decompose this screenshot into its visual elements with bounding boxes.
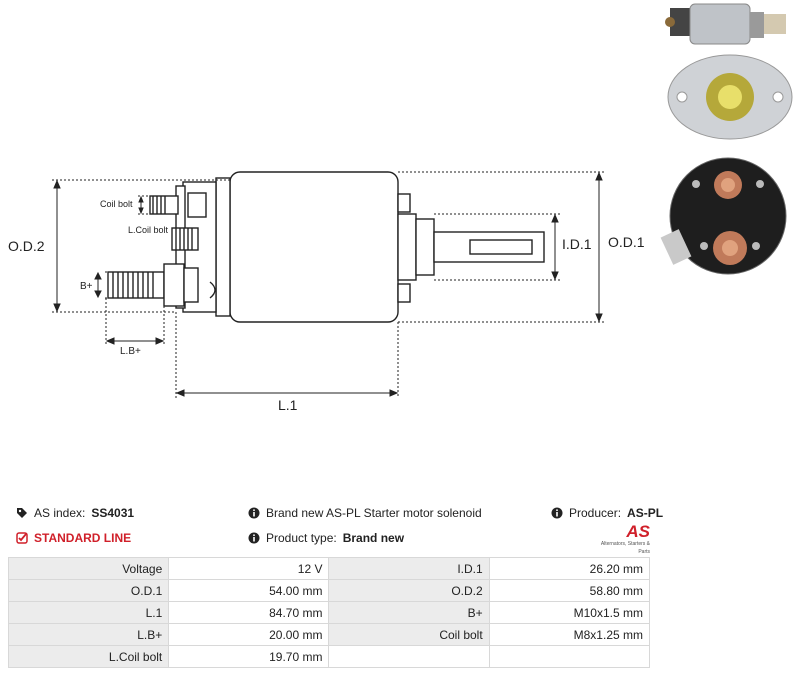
- spec-value: 19.70 mm: [168, 645, 330, 668]
- standard-line-label: STANDARD LINE: [34, 531, 132, 545]
- solenoid-body: [229, 171, 399, 323]
- table-row: L.Coil bolt 19.70 mm: [7, 645, 651, 668]
- table-row: Voltage 12 V I.D.1 26.20 mm: [7, 557, 651, 580]
- info-icon: [248, 532, 260, 544]
- photo-rear-view: [660, 157, 787, 275]
- spec-value: 12 V: [168, 557, 330, 580]
- label-id1: I.D.1: [562, 236, 592, 252]
- spec-key: O.D.2: [328, 579, 490, 602]
- spec-value: 20.00 mm: [168, 623, 330, 646]
- checkbox-check-icon: [16, 532, 28, 544]
- product-type-label: Product type:: [266, 531, 337, 545]
- table-row: L.B+ 20.00 mm Coil bolt M8x1.25 mm: [7, 623, 651, 646]
- label-l-coil-bolt: L.Coil bolt: [128, 225, 169, 235]
- description-text: Brand new AS-PL Starter motor solenoid: [266, 506, 482, 520]
- spec-key: L.1: [7, 601, 170, 624]
- product-type: Product type: Brand new: [248, 531, 404, 545]
- technical-drawing: O.D.2 O.D.1 I.D.1 Coil bolt L.Coil bolt …: [8, 171, 645, 413]
- spec-value: M10x1.5 mm: [488, 601, 651, 624]
- table-row: L.1 84.70 mm B+ M10x1.5 mm: [7, 601, 651, 624]
- as-index-label: AS index:: [34, 506, 86, 520]
- spec-key: Voltage: [7, 557, 170, 580]
- tag-icon: [17, 508, 27, 518]
- producer: Producer: AS-PL: [551, 506, 663, 520]
- as-index-value: SS4031: [91, 506, 135, 520]
- info-icon: [248, 507, 260, 519]
- logo-mark: AS: [626, 522, 650, 541]
- label-od2: O.D.2: [8, 238, 45, 254]
- description: Brand new AS-PL Starter motor solenoid: [248, 506, 482, 520]
- producer-value: AS-PL: [627, 506, 664, 520]
- spec-key: Coil bolt: [328, 623, 490, 646]
- spec-key: O.D.1: [7, 579, 170, 602]
- logo-tagline: Alternators, Starters & Parts: [600, 541, 650, 555]
- spec-value: 58.80 mm: [488, 579, 651, 602]
- info-icon: [551, 507, 563, 519]
- table-row: O.D.1 54.00 mm O.D.2 58.80 mm: [7, 579, 651, 602]
- label-coil-bolt: Coil bolt: [100, 199, 133, 209]
- spec-value: 54.00 mm: [168, 579, 330, 602]
- label-l1: L.1: [278, 397, 298, 413]
- photo-front-view: [667, 54, 793, 140]
- spec-key: L.Coil bolt: [7, 645, 170, 668]
- product-type-value: Brand new: [342, 531, 405, 545]
- label-b-plus: B+: [80, 281, 93, 292]
- spec-value: 26.20 mm: [488, 557, 651, 580]
- label-od1: O.D.1: [608, 234, 645, 250]
- spec-value-empty: [488, 645, 651, 668]
- spec-value: 84.70 mm: [168, 601, 330, 624]
- spec-key: I.D.1: [328, 557, 490, 580]
- label-lb-plus: L.B+: [120, 346, 141, 357]
- spec-key: L.B+: [7, 623, 170, 646]
- product-photos: [660, 3, 793, 275]
- spec-key: B+: [328, 601, 490, 624]
- specification-table: Voltage 12 V I.D.1 26.20 mm O.D.1 54.00 …: [7, 557, 651, 668]
- spec-value: M8x1.25 mm: [488, 623, 651, 646]
- producer-label: Producer:: [569, 506, 622, 520]
- photo-side-view: [665, 3, 786, 45]
- as-pl-logo: AS Alternators, Starters & Parts: [588, 522, 650, 555]
- standard-line: STANDARD LINE: [16, 531, 131, 545]
- as-index: AS index: SS4031: [16, 506, 134, 520]
- spec-key-empty: [328, 645, 490, 668]
